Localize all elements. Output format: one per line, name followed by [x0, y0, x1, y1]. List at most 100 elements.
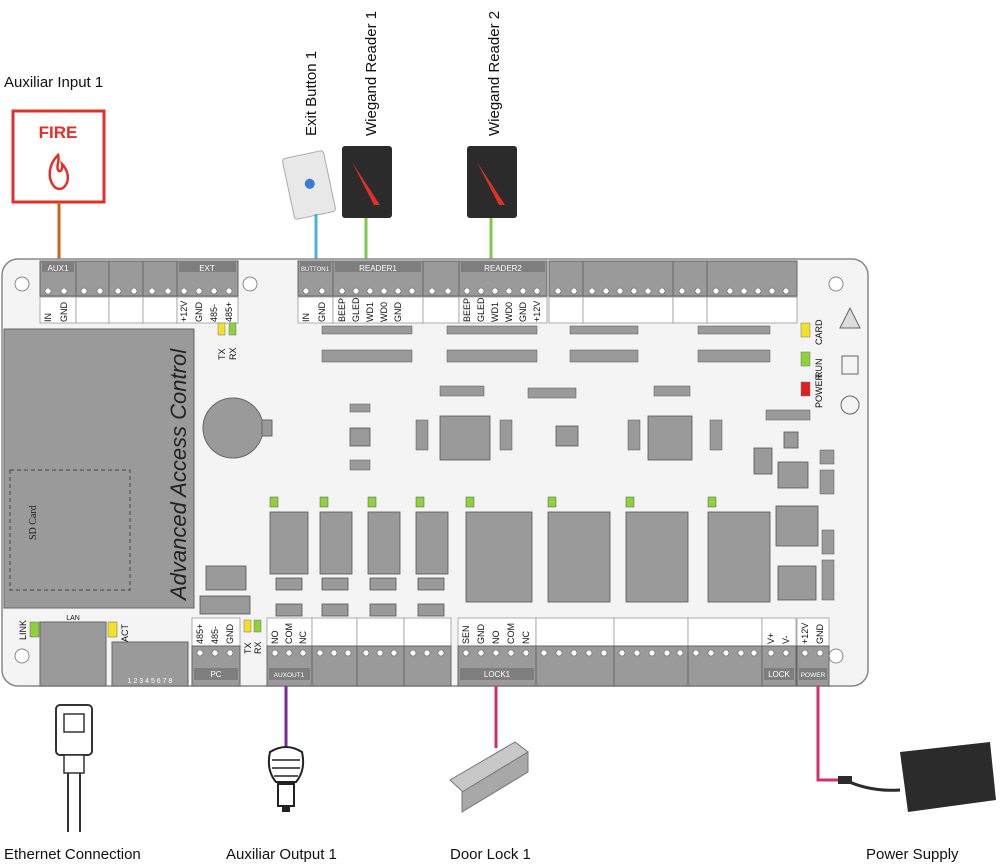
reader2-connector-label: READER2 [484, 264, 522, 273]
power-supply-label: Power Supply [866, 846, 959, 863]
recycle-bin-icon [841, 355, 859, 375]
reader-stripe-icon [352, 162, 380, 205]
pin-ext-12v: +12V [179, 301, 189, 322]
reader-stripe-icon [477, 162, 505, 205]
pin-pw-12v: +12V [800, 623, 810, 644]
pin-lk-com: COM [506, 623, 516, 644]
power-led [800, 381, 811, 397]
card-led [800, 322, 811, 338]
pin-lk-gnd: GND [476, 624, 486, 645]
pc-rx-led [253, 619, 262, 633]
act-led [107, 621, 118, 638]
rx-label: RX [228, 347, 238, 360]
flame-icon [48, 152, 70, 191]
link-led [29, 621, 40, 638]
pin-lk-vm: V- [781, 635, 791, 644]
sd-card-label: SD Card [28, 505, 39, 540]
pin-pc-485m: 485- [210, 626, 220, 644]
board-title: Advanced Access Control [166, 348, 191, 602]
tx-led [217, 322, 226, 336]
aux1-connector-label: AUX1 [48, 264, 69, 273]
pc-connector-label: PC [210, 670, 221, 679]
pin-lk-nc: NC [521, 631, 531, 644]
controller-module: SD Card Advanced Access Control [3, 328, 195, 609]
dip-switch [111, 641, 189, 687]
warning-icon [839, 306, 861, 329]
pc-tx-label: TX [243, 642, 253, 654]
rj45-plug-icon [63, 713, 85, 733]
power-connector-label: POWER [801, 672, 826, 679]
lock-connector-label: LOCK [768, 670, 790, 679]
pin-r1-wd1: WD1 [365, 302, 375, 322]
pin-aux-in: IN [43, 313, 53, 322]
pin-lk-vp: V+ [766, 633, 776, 644]
pin-r1-gnd: GND [393, 302, 403, 323]
reader1-connector-label: READER1 [359, 264, 397, 273]
pin-r1-wd0: WD0 [379, 302, 389, 322]
power-led-label: POWER [814, 373, 824, 408]
exit-button-label: Exit Button 1 [303, 51, 320, 136]
pin-r2-wd0: WD0 [504, 302, 514, 322]
compliance-icon [840, 395, 860, 415]
ethernet-cable-device [55, 704, 93, 832]
wiegand-reader-1-device [342, 146, 392, 218]
rx-led [228, 322, 237, 336]
door-lock-device [449, 741, 529, 813]
sd-card-slot [9, 469, 131, 591]
pin-btn-in: IN [301, 313, 311, 322]
aux-output-label: Auxiliar Output 1 [226, 846, 337, 863]
wiegand-reader-2-label: Wiegand Reader 2 [486, 11, 503, 136]
pin-ext-485p: 485+ [224, 302, 234, 322]
pin-aux-nc: NC [298, 631, 308, 644]
pin-r2-wd1: WD1 [490, 302, 500, 322]
pin-pw-gnd: GND [815, 624, 825, 645]
auxout1-connector-label: AUXOUT1 [274, 672, 305, 679]
battery-cell [202, 397, 264, 459]
pin-r2-beep: BEEP [462, 298, 472, 322]
pin-aux-com: COM [284, 623, 294, 644]
wiegand-reader-2-device [467, 146, 517, 218]
pc-tx-led [243, 619, 252, 633]
tx-label: TX [217, 348, 227, 360]
pin-aux-gnd: GND [59, 302, 69, 323]
pin-ext-gnd: GND [194, 302, 204, 323]
fire-alarm-device: FIRE [11, 109, 106, 204]
pin-r1-gled: GLED [351, 297, 361, 322]
act-label: ACT [120, 623, 130, 642]
pin-r2-12v: +12V [532, 301, 542, 322]
dip-numbers: 1 2 3 4 5 6 7 8 [128, 678, 173, 685]
pin-r2-gled: GLED [476, 297, 486, 322]
power-adapter-device [838, 742, 996, 812]
relay-indicator-leds [269, 496, 717, 508]
run-led [800, 351, 811, 367]
pin-r1-beep: BEEP [337, 298, 347, 322]
bottom-terminal-strip: PC AUXOUT1 LOCK1 LOCK POWER [191, 617, 830, 687]
door-lock-label: Door Lock 1 [450, 846, 531, 863]
lock1-connector-label: LOCK1 [484, 670, 511, 679]
wiegand-reader-1-label: Wiegand Reader 1 [363, 11, 380, 136]
ic-chips [349, 415, 819, 601]
ext-connector-label: EXT [199, 264, 215, 273]
exit-push-icon [304, 178, 315, 189]
exit-button-device [282, 150, 336, 220]
top-terminal-strip: AUX1 EXT BUTTON1 READER1 READER2 [39, 260, 798, 324]
pin-ext-485m: 485- [209, 304, 219, 322]
pin-lk-sen: SEN [461, 625, 471, 644]
pc-rx-label: RX [253, 641, 263, 654]
pin-lk-no: NO [491, 631, 501, 645]
pin-btn-gnd: GND [317, 302, 327, 323]
relays [199, 511, 771, 617]
light-bulb-device [267, 746, 305, 812]
button1-connector-label: BUTTON1 [301, 267, 330, 273]
lan-port [39, 621, 107, 687]
aux-input-label: Auxiliar Input 1 [4, 74, 103, 91]
pin-pc-gnd: GND [225, 624, 235, 645]
lan-label: LAN [66, 615, 80, 622]
pin-pc-485p: 485+ [195, 624, 205, 644]
link-label: LINK [18, 620, 28, 640]
adapter-icon [900, 742, 996, 812]
card-led-label: CARD [814, 319, 824, 345]
pin-aux-no: NO [270, 631, 280, 645]
top-pin-labels: IN GND +12V GND 485- 485+ IN GND BEEP GL… [43, 297, 542, 360]
